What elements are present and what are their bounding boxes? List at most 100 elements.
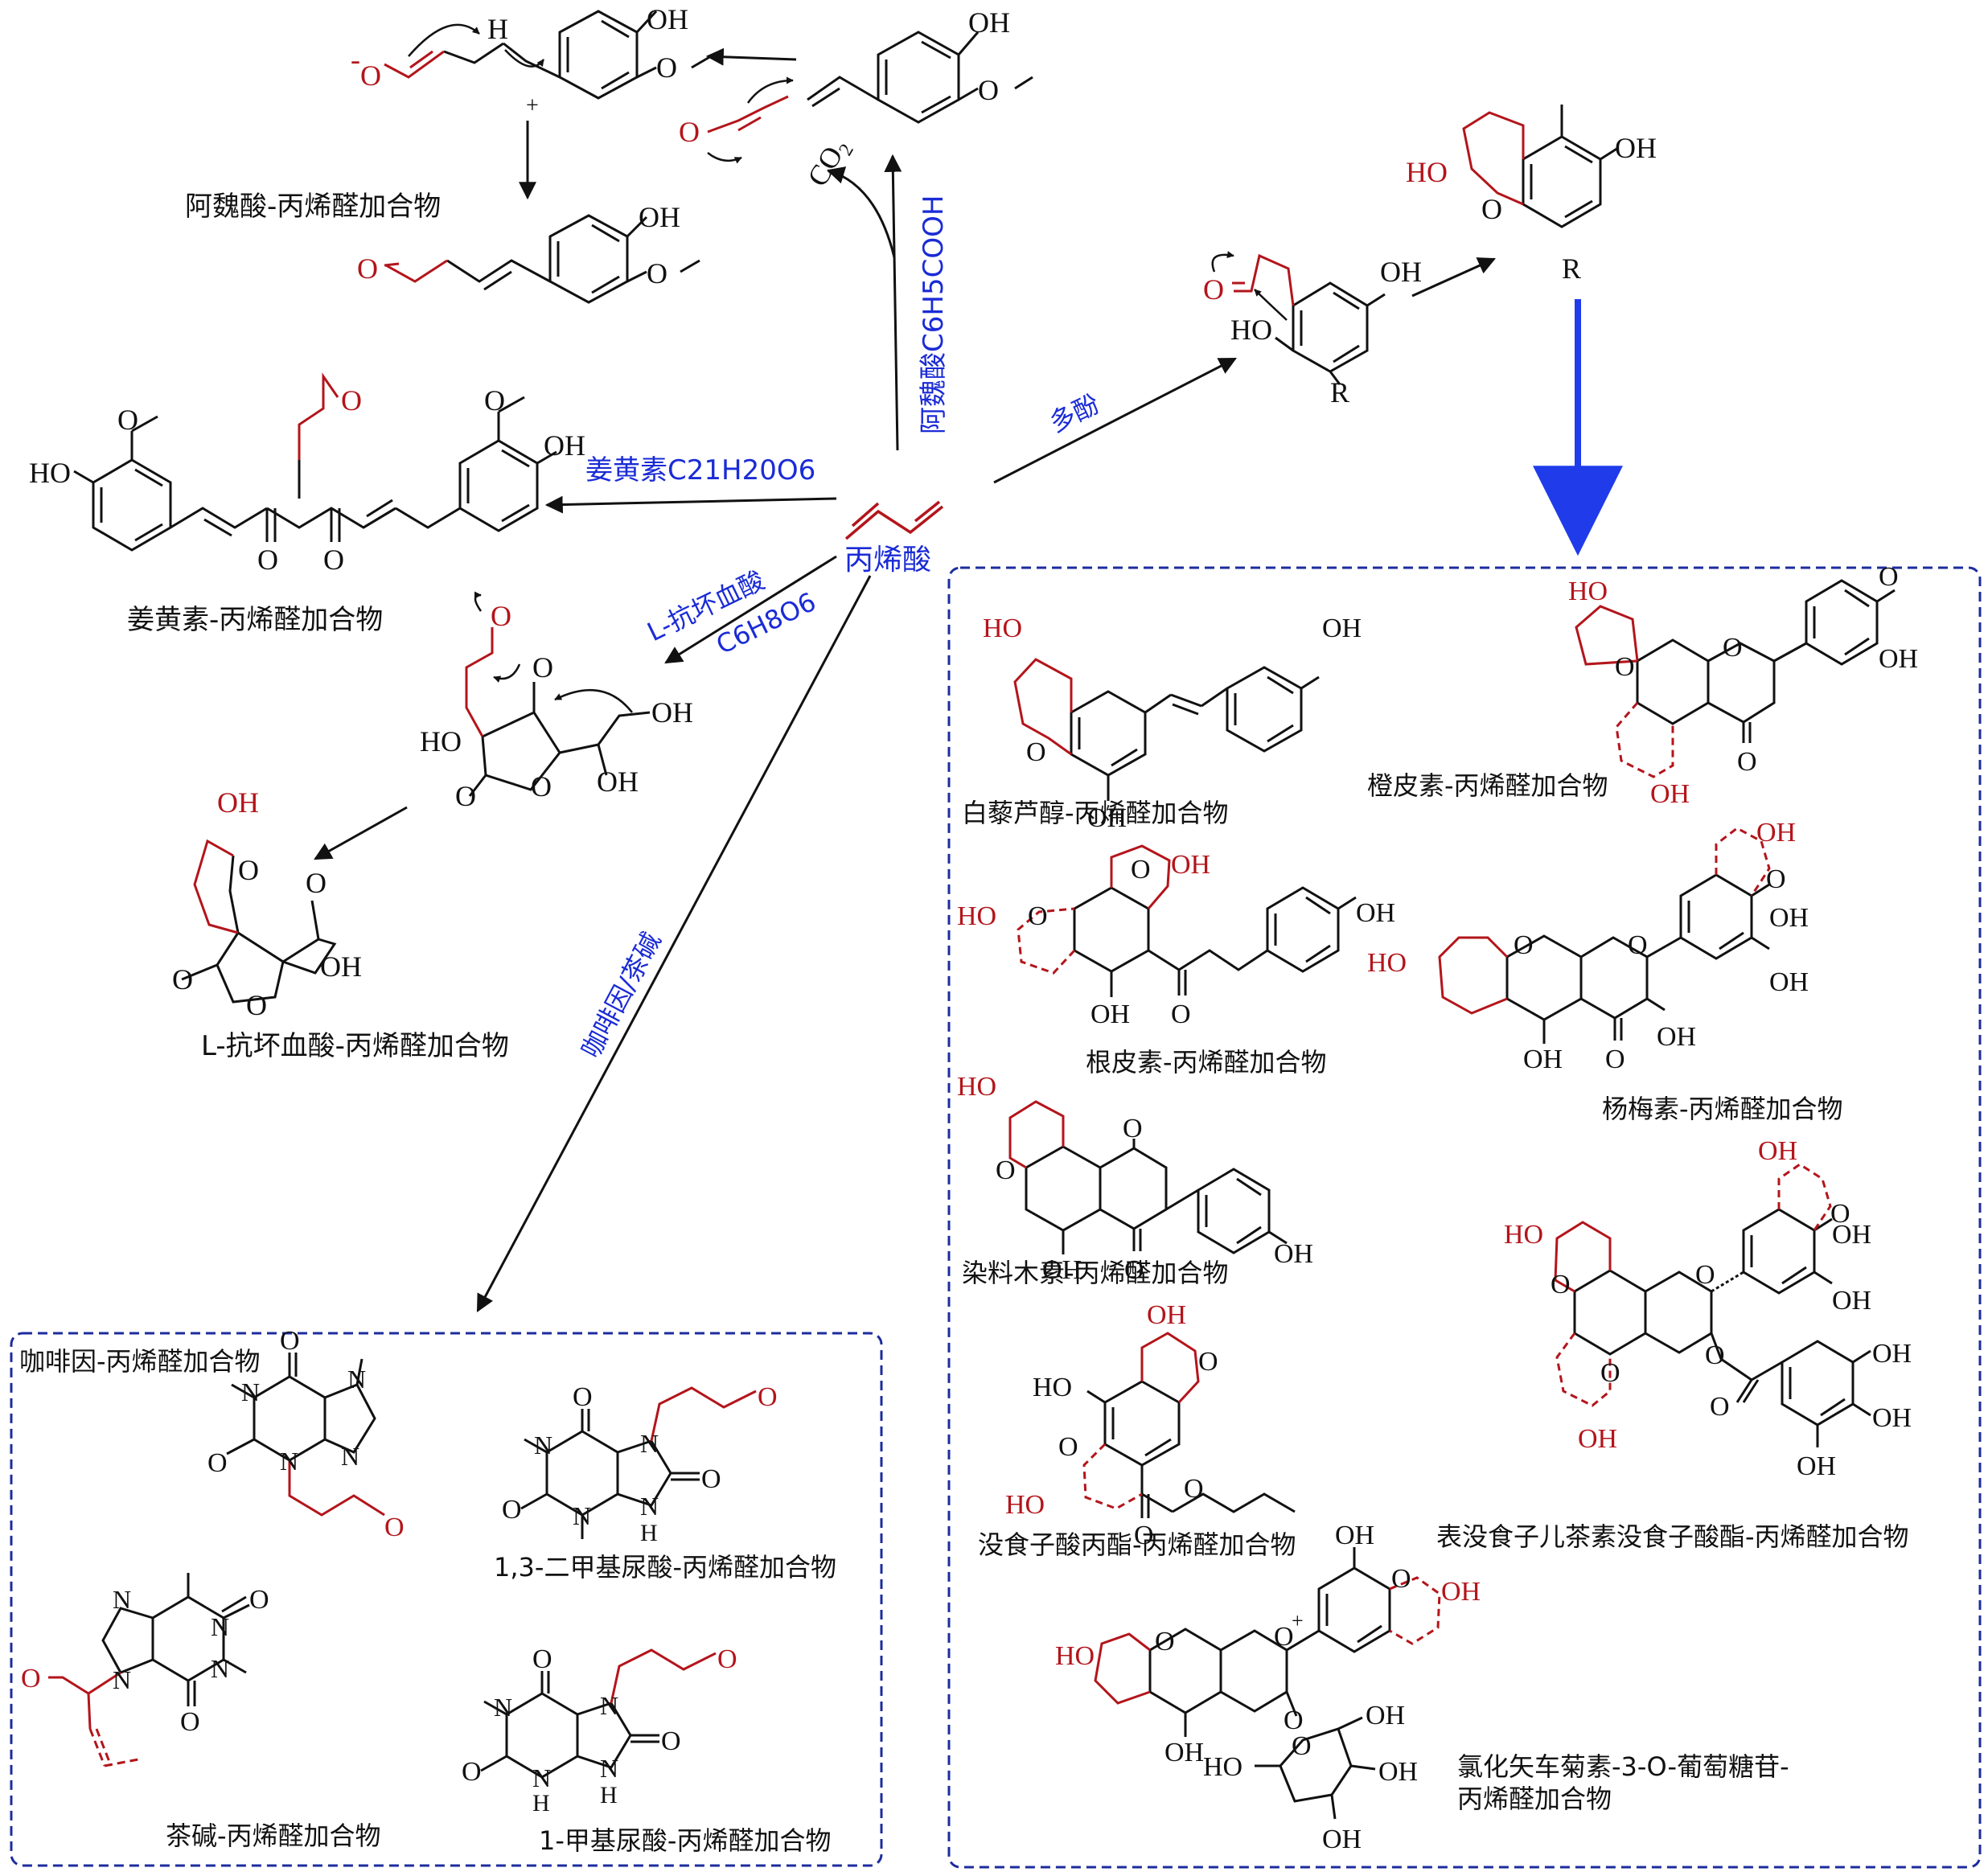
myr-o2: O: [1628, 930, 1648, 960]
mua-o2: O: [462, 1757, 482, 1787]
reagent-ascorbic: L-抗坏血酸 C6H8O6: [643, 564, 821, 660]
ferulic-adduct: [446, 214, 700, 304]
caffeine-aldehyde-o: O: [384, 1513, 405, 1542]
mua-o8: O: [661, 1726, 681, 1756]
dmua-red-chain: [650, 1386, 757, 1442]
ferulic-acid: [807, 31, 1033, 124]
myricetin-adduct-label: 杨梅素-丙烯醛加合物: [1602, 1094, 1843, 1124]
gen-oh2: OH: [1274, 1239, 1313, 1269]
arrow-to-ascorbic: [664, 555, 837, 664]
acrolein-ferulic-o: O: [679, 116, 700, 148]
hesp-o3: O: [1879, 562, 1899, 592]
poly-curved-arrow1: [1211, 251, 1234, 273]
intermediate-o-minus: O: [360, 60, 381, 92]
co2-text: CO2: [801, 133, 858, 195]
caffeine-n7: N: [347, 1365, 366, 1394]
theo-n7: N: [113, 1585, 131, 1614]
egcg-adduct-label: 表没食子儿茶素没食子酸酯-丙烯醛加合物: [1436, 1521, 1909, 1552]
egcg-oh-red-top: OH: [1758, 1136, 1797, 1166]
arrow-to-curcumin: [544, 495, 837, 514]
caffeine-o2: O: [207, 1448, 228, 1478]
curved-arrow-h: [408, 23, 480, 57]
intermediate-minus: -: [351, 43, 360, 76]
cy-glc-ho: HO: [1203, 1752, 1242, 1782]
ascorbic-oh2: OH: [597, 766, 639, 798]
egcg-oh2: OH: [1832, 1286, 1871, 1316]
reagent-curcumin: 姜黄素C21H20O6: [585, 454, 815, 486]
resv-ho: HO: [983, 614, 1022, 643]
pg-ho-red: HO: [1005, 1490, 1045, 1520]
dmua-h9: H: [640, 1520, 658, 1546]
ascorbic-adduct-o4: O: [246, 989, 267, 1021]
ascorbic-adduct-o1: O: [238, 854, 259, 886]
caffeine-o1: O: [280, 1326, 300, 1356]
myr-oh4: OH: [1657, 1022, 1696, 1052]
hesp-ketone-o: O: [1737, 747, 1757, 777]
pg-ho: HO: [1033, 1373, 1072, 1402]
ferulic-adduct-ome-o: O: [647, 257, 667, 289]
pg-ester-o: O: [1184, 1474, 1204, 1504]
curcumin-adduct: [73, 396, 557, 552]
egcg-adduct: [1573, 1208, 1871, 1447]
theo-o6: O: [180, 1707, 200, 1737]
ascorbic-curved-arrow2: [493, 663, 521, 683]
gen-ho-red: HO: [957, 1072, 996, 1102]
poly-int-oh: OH: [1380, 256, 1422, 288]
poly-curved-arrow2: [1254, 289, 1288, 321]
propyl-gallate-red: [1140, 1332, 1200, 1404]
ascorbic-adduct-o3: O: [172, 963, 193, 996]
egcg-oh1: OH: [1832, 1220, 1871, 1250]
phlor-o2: O: [1131, 855, 1151, 885]
curved-arrow-acrolein2: [707, 152, 742, 164]
hesp-o2: O: [1723, 633, 1743, 663]
theo-n9: N: [113, 1665, 131, 1694]
cyanidin-adduct-label-1: 氯化矢车菊素-3-O-葡萄糖苷-: [1457, 1751, 1789, 1782]
theophylline-adduct: [101, 1573, 250, 1706]
mua-n7: N: [600, 1691, 618, 1720]
ascorbic-lactone-o: O: [455, 780, 476, 812]
egcg-red: [1554, 1221, 1612, 1293]
dmua-adduct: [520, 1409, 700, 1539]
curcumin-adduct-label: 姜黄素-丙烯醛加合物: [127, 604, 383, 636]
poly-int-ho: HO: [1230, 314, 1272, 346]
egcg-oh5: OH: [1797, 1451, 1836, 1481]
phlor-oh-red1: OH: [1171, 850, 1210, 880]
arrow-ascorbic-step: [314, 806, 408, 860]
mua-n1: N: [494, 1693, 512, 1722]
genistein-red: [1008, 1100, 1065, 1169]
theophylline-red-dashed: [88, 1728, 139, 1767]
curcumin-ome-o-right: O: [484, 384, 505, 417]
phlor-ketone-o: O: [1171, 1000, 1191, 1029]
resv-oh1: OH: [1087, 803, 1127, 833]
reagent-ferulic: 阿魏酸C6H5COOH: [918, 195, 950, 434]
phlor-o1: O: [1028, 901, 1048, 931]
acrolein-ferulic: [707, 95, 789, 133]
curcumin-oh: OH: [544, 429, 585, 462]
pg-o-top: O: [1198, 1347, 1218, 1377]
ferulic-adduct-oh: OH: [639, 201, 680, 233]
ferulic-adduct-red-chain: [385, 259, 448, 283]
phlor-oh2: OH: [1356, 898, 1395, 928]
theo-o2: O: [249, 1585, 269, 1615]
dmua-o2: O: [502, 1495, 522, 1525]
phloretin-adduct: [1073, 886, 1357, 997]
dmua-o8: O: [701, 1464, 721, 1494]
genistein-adduct-label: 染料木素-丙烯醛加合物: [962, 1258, 1229, 1288]
polyphenol-adducts-box: [947, 566, 1982, 1869]
mua-o1: O: [532, 1644, 552, 1674]
poly-cyc-oh: OH: [1615, 132, 1657, 164]
poly-int-r: R: [1330, 376, 1349, 408]
dmua-n7: N: [640, 1429, 659, 1458]
pg-oh-red-top: OH: [1147, 1300, 1186, 1330]
propyl-gallate-adduct-label: 没食子酸丙酯-丙烯醛加合物: [978, 1529, 1296, 1560]
propyl-gallate-red-dashed: [1082, 1443, 1143, 1510]
dmua-adduct-label: 1,3-二甲基尿酸-丙烯醛加合物: [494, 1552, 836, 1583]
cy-glyco-o: O: [1284, 1706, 1304, 1735]
intermediate-oh: OH: [647, 3, 688, 35]
egcg-red-dashed: [1555, 1163, 1832, 1407]
cy-o1: O: [1155, 1627, 1175, 1656]
cyanidin-red: [1094, 1632, 1151, 1705]
theo-n1: N: [211, 1612, 229, 1641]
arrow-polyphenol-step: [1411, 257, 1497, 298]
